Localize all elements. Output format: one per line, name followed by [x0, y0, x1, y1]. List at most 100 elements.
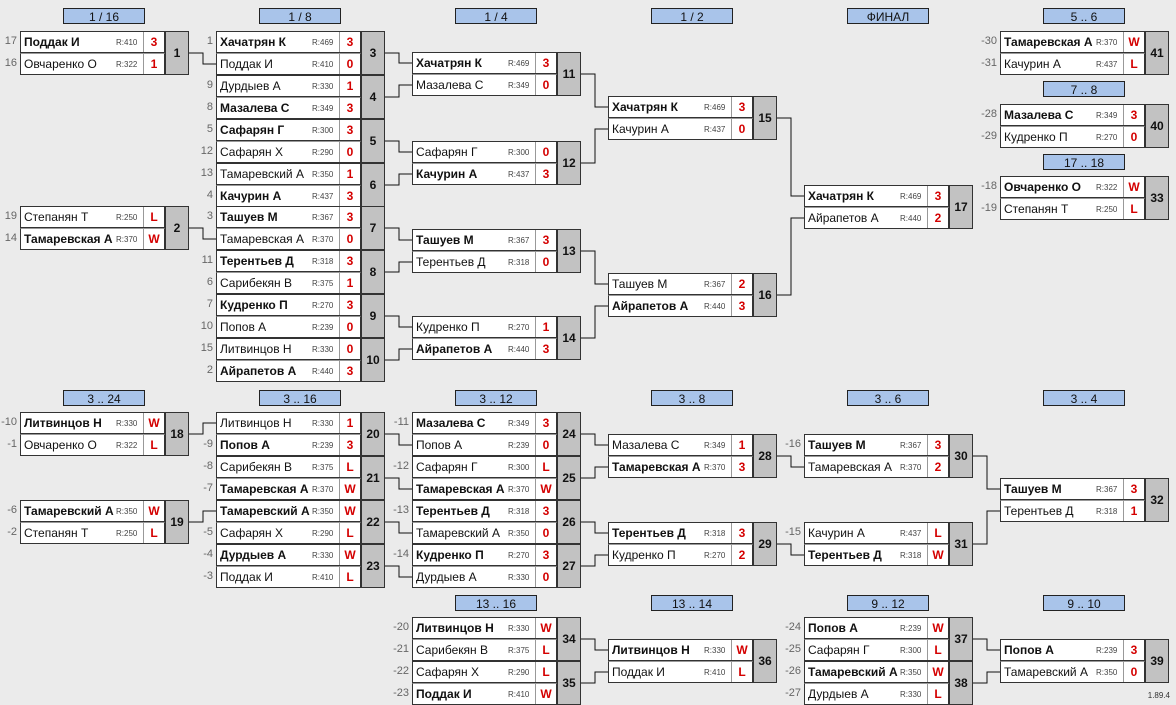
- player-slot[interactable]: Овчаренко ОR:322L: [20, 434, 165, 456]
- player-slot[interactable]: Литвинцов НR:330W: [608, 639, 753, 661]
- player-slot[interactable]: Хачатрян КR:4693: [804, 185, 949, 207]
- match-40[interactable]: Мазалева СR:3493Кудренко ПR:270040: [1000, 104, 1169, 148]
- player-slot[interactable]: Качурин АR:4373: [216, 185, 361, 207]
- match-28[interactable]: Мазалева СR:3491Тамаревская АR:370328: [608, 434, 777, 478]
- match-4[interactable]: Дурдыев АR:3301Мазалева СR:34934: [216, 75, 385, 119]
- player-slot[interactable]: Дурдыев АR:330W: [216, 544, 361, 566]
- player-slot[interactable]: Хачатрян КR:4693: [412, 52, 557, 74]
- player-slot[interactable]: Кудренко ПR:2702: [608, 544, 753, 566]
- match-19[interactable]: Тамаревский АR:350WСтепанян ТR:250L19: [20, 500, 189, 544]
- match-24[interactable]: Мазалева СR:3493Попов АR:239024: [412, 412, 581, 456]
- match-34[interactable]: Литвинцов НR:330WСарибекян ВR:375L34: [412, 617, 581, 661]
- player-slot[interactable]: Терентьев ДR:3183: [608, 522, 753, 544]
- player-slot[interactable]: Ташуев МR:3672: [608, 273, 753, 295]
- player-slot[interactable]: Ташуев МR:3673: [804, 434, 949, 456]
- player-slot[interactable]: Тамаревская АR:370W: [216, 478, 361, 500]
- match-32[interactable]: Ташуев МR:3673Терентьев ДR:318132: [1000, 478, 1169, 522]
- player-slot[interactable]: Айрапетов АR:4403: [216, 360, 361, 382]
- player-slot[interactable]: Ташуев МR:3673: [216, 206, 361, 228]
- player-slot[interactable]: Мазалева СR:3491: [608, 434, 753, 456]
- match-22[interactable]: Тамаревский АR:350WСафарян ХR:290L22: [216, 500, 385, 544]
- player-slot[interactable]: Поддак ИR:4103: [20, 31, 165, 53]
- player-slot[interactable]: Хачатрян КR:4693: [216, 31, 361, 53]
- match-17[interactable]: Хачатрян КR:4693Айрапетов АR:440217: [804, 185, 973, 229]
- player-slot[interactable]: Терентьев ДR:3183: [412, 500, 557, 522]
- match-38[interactable]: Тамаревский АR:350WДурдыев АR:330L38: [804, 661, 973, 705]
- player-slot[interactable]: Попов АR:2393: [216, 434, 361, 456]
- player-slot[interactable]: Сафарян ГR:300L: [804, 639, 949, 661]
- player-slot[interactable]: Сарибекян ВR:375L: [412, 639, 557, 661]
- match-10[interactable]: Литвинцов НR:3300Айрапетов АR:440310: [216, 338, 385, 382]
- match-33[interactable]: Овчаренко ОR:322WСтепанян ТR:250L33: [1000, 176, 1169, 220]
- player-slot[interactable]: Тамаревская АR:3700: [216, 228, 361, 250]
- player-slot[interactable]: Литвинцов НR:3301: [216, 412, 361, 434]
- player-slot[interactable]: Тамаревская АR:3703: [608, 456, 753, 478]
- match-35[interactable]: Сафарян ХR:290LПоддак ИR:410W35: [412, 661, 581, 705]
- player-slot[interactable]: Айрапетов АR:4403: [608, 295, 753, 317]
- match-12[interactable]: Сафарян ГR:3000Качурин АR:437312: [412, 141, 581, 185]
- player-slot[interactable]: Поддак ИR:4100: [216, 53, 361, 75]
- player-slot[interactable]: Качурин АR:437L: [1000, 53, 1145, 75]
- player-slot[interactable]: Кудренко ПR:2700: [1000, 126, 1145, 148]
- player-slot[interactable]: Терентьев ДR:3181: [1000, 500, 1145, 522]
- player-slot[interactable]: Поддак ИR:410L: [216, 566, 361, 588]
- match-11[interactable]: Хачатрян КR:4693Мазалева СR:349011: [412, 52, 581, 96]
- player-slot[interactable]: Кудренко ПR:2703: [412, 544, 557, 566]
- player-slot[interactable]: Сарибекян ВR:375L: [216, 456, 361, 478]
- match-39[interactable]: Попов АR:2393Тамаревский АR:350039: [1000, 639, 1169, 683]
- match-27[interactable]: Кудренко ПR:2703Дурдыев АR:330027: [412, 544, 581, 588]
- player-slot[interactable]: Сафарян ХR:290L: [216, 522, 361, 544]
- player-slot[interactable]: Тамаревский АR:350W: [216, 500, 361, 522]
- player-slot[interactable]: Тамаревская АR:3702: [804, 456, 949, 478]
- player-slot[interactable]: Сарибекян ВR:3751: [216, 272, 361, 294]
- player-slot[interactable]: Тамаревский АR:350W: [804, 661, 949, 683]
- player-slot[interactable]: Терентьев ДR:318W: [804, 544, 949, 566]
- player-slot[interactable]: Попов АR:239W: [804, 617, 949, 639]
- match-16[interactable]: Ташуев МR:3672Айрапетов АR:440316: [608, 273, 777, 317]
- match-9[interactable]: Кудренко ПR:2703Попов АR:23909: [216, 294, 385, 338]
- match-18[interactable]: Литвинцов НR:330WОвчаренко ОR:322L18: [20, 412, 189, 456]
- player-slot[interactable]: Качурин АR:437L: [804, 522, 949, 544]
- player-slot[interactable]: Попов АR:2393: [1000, 639, 1145, 661]
- match-41[interactable]: Тамаревская АR:370WКачурин АR:437L41: [1000, 31, 1169, 75]
- player-slot[interactable]: Дурдыев АR:3300: [412, 566, 557, 588]
- match-23[interactable]: Дурдыев АR:330WПоддак ИR:410L23: [216, 544, 385, 588]
- match-7[interactable]: Ташуев МR:3673Тамаревская АR:37007: [216, 206, 385, 250]
- player-slot[interactable]: Дурдыев АR:330L: [804, 683, 949, 705]
- player-slot[interactable]: Тамаревская АR:370W: [1000, 31, 1145, 53]
- match-37[interactable]: Попов АR:239WСафарян ГR:300L37: [804, 617, 973, 661]
- match-36[interactable]: Литвинцов НR:330WПоддак ИR:410L36: [608, 639, 777, 683]
- player-slot[interactable]: Степанян ТR:250L: [1000, 198, 1145, 220]
- player-slot[interactable]: Попов АR:2390: [216, 316, 361, 338]
- match-1[interactable]: Поддак ИR:4103Овчаренко ОR:32211: [20, 31, 189, 75]
- player-slot[interactable]: Терентьев ДR:3183: [216, 250, 361, 272]
- player-slot[interactable]: Овчаренко ОR:3221: [20, 53, 165, 75]
- match-15[interactable]: Хачатрян КR:4693Качурин АR:437015: [608, 96, 777, 140]
- player-slot[interactable]: Тамаревский АR:350W: [20, 500, 165, 522]
- match-3[interactable]: Хачатрян КR:4693Поддак ИR:41003: [216, 31, 385, 75]
- match-31[interactable]: Качурин АR:437LТерентьев ДR:318W31: [804, 522, 973, 566]
- player-slot[interactable]: Тамаревская АR:370W: [20, 228, 165, 250]
- player-slot[interactable]: Сафарян ХR:290L: [412, 661, 557, 683]
- match-2[interactable]: Степанян ТR:250LТамаревская АR:370W2: [20, 206, 189, 250]
- player-slot[interactable]: Сафарян ХR:2900: [216, 141, 361, 163]
- player-slot[interactable]: Мазалева СR:3493: [216, 97, 361, 119]
- player-slot[interactable]: Литвинцов НR:3300: [216, 338, 361, 360]
- match-29[interactable]: Терентьев ДR:3183Кудренко ПR:270229: [608, 522, 777, 566]
- player-slot[interactable]: Тамаревская АR:370W: [412, 478, 557, 500]
- match-5[interactable]: Сафарян ГR:3003Сафарян ХR:29005: [216, 119, 385, 163]
- match-14[interactable]: Кудренко ПR:2701Айрапетов АR:440314: [412, 316, 581, 360]
- player-slot[interactable]: Поддак ИR:410L: [608, 661, 753, 683]
- player-slot[interactable]: Мазалева СR:3493: [1000, 104, 1145, 126]
- player-slot[interactable]: Степанян ТR:250L: [20, 206, 165, 228]
- match-26[interactable]: Терентьев ДR:3183Тамаревский АR:350026: [412, 500, 581, 544]
- player-slot[interactable]: Тамаревский АR:3500: [1000, 661, 1145, 683]
- player-slot[interactable]: Айрапетов АR:4403: [412, 338, 557, 360]
- player-slot[interactable]: Айрапетов АR:4402: [804, 207, 949, 229]
- match-20[interactable]: Литвинцов НR:3301Попов АR:239320: [216, 412, 385, 456]
- player-slot[interactable]: Кудренко ПR:2703: [216, 294, 361, 316]
- player-slot[interactable]: Литвинцов НR:330W: [412, 617, 557, 639]
- player-slot[interactable]: Попов АR:2390: [412, 434, 557, 456]
- player-slot[interactable]: Овчаренко ОR:322W: [1000, 176, 1145, 198]
- player-slot[interactable]: Мазалева СR:3490: [412, 74, 557, 96]
